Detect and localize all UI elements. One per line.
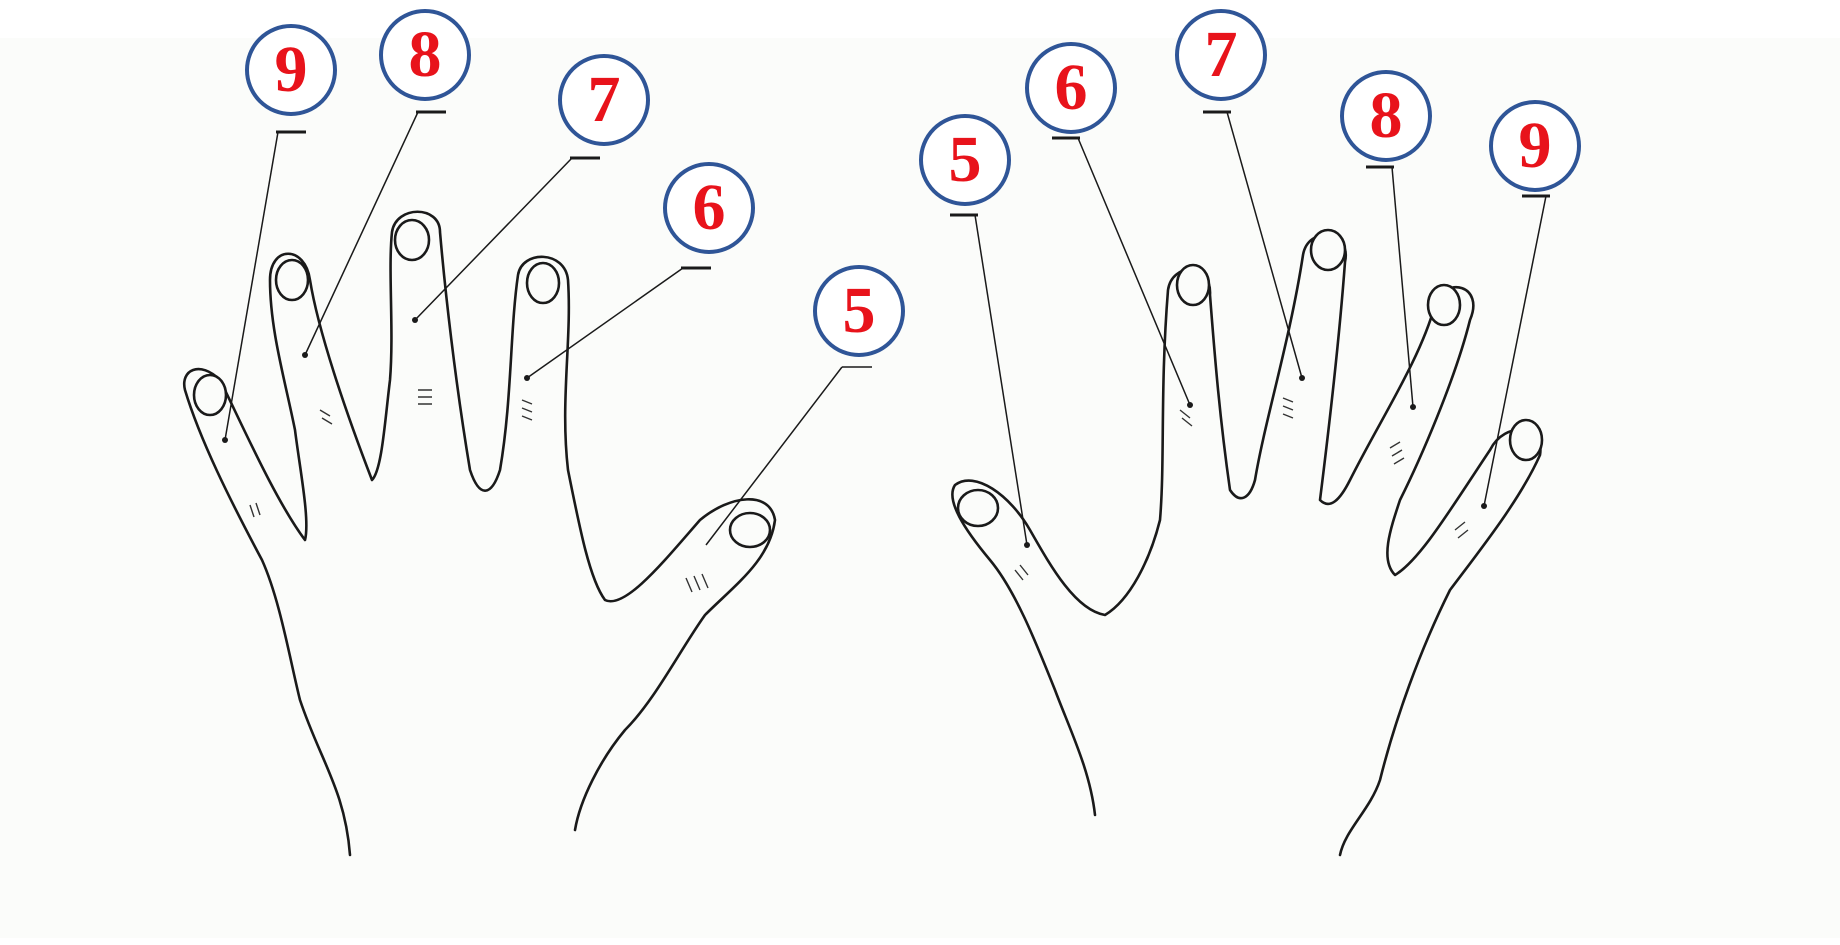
right-ring-finger-label: 8 [1340, 70, 1432, 162]
right-middle-marking [1282, 397, 1294, 419]
right-thumbnail [956, 488, 1000, 528]
right-8-leader-line [1391, 166, 1414, 408]
left-5-leader-line [705, 366, 843, 546]
left-ring-fingernail [274, 258, 310, 302]
left-9-leader-line [224, 131, 279, 441]
right-little-finger-label: 9 [1489, 100, 1581, 192]
right-hand [950, 110, 1550, 857]
right-index-fingernail [1175, 263, 1211, 307]
right-ring-marking [1389, 441, 1405, 465]
left-9-leader-point [222, 437, 228, 443]
left-index-fingernail [525, 261, 561, 305]
right-5-leader-line [974, 214, 1028, 546]
left-middle-finger-label: 7 [558, 54, 650, 146]
right-7-leader-point [1299, 375, 1305, 381]
right-6-leader-point [1187, 402, 1193, 408]
left-hand-outline [182, 210, 777, 857]
left-hand [182, 110, 872, 857]
right-9-leader-point [1481, 503, 1487, 509]
right-5-leader-point [1024, 542, 1030, 548]
left-6-leader-point [524, 375, 530, 381]
left-little-fingernail [192, 373, 228, 417]
right-7-leader-line [1226, 111, 1303, 379]
left-6-leader-line [526, 267, 684, 379]
right-middle-fingernail [1309, 228, 1347, 272]
right-6-leader-line [1077, 137, 1191, 406]
left-7-leader-point [412, 317, 418, 323]
right-little-fingernail [1508, 418, 1544, 462]
left-middle-fingernail [393, 218, 431, 262]
right-little-marking [1454, 521, 1469, 539]
left-8-leader-line [304, 111, 419, 356]
left-thumbnail [728, 511, 772, 549]
left-index-marking [521, 399, 533, 421]
left-little-finger-label: 9 [245, 24, 337, 116]
right-hand-outline [951, 233, 1542, 857]
right-index-marking [1179, 409, 1193, 427]
left-ring-marking [319, 409, 333, 425]
left-7-leader-line [414, 157, 573, 321]
left-middle-marking [418, 389, 432, 405]
right-thumb-label: 5 [919, 114, 1011, 206]
left-little-marking [249, 502, 261, 518]
left-thumb-marking [685, 573, 709, 593]
left-8-leader-point [302, 352, 308, 358]
right-9-leader-line [1483, 195, 1547, 507]
right-ring-fingernail [1426, 283, 1462, 327]
left-ring-finger-label: 8 [379, 9, 471, 101]
right-8-leader-point [1410, 404, 1416, 410]
right-index-finger-label: 6 [1025, 42, 1117, 134]
right-thumb-marking [1014, 564, 1029, 581]
left-index-finger-label: 6 [663, 162, 755, 254]
right-middle-finger-label: 7 [1175, 9, 1267, 101]
left-thumb-label: 5 [813, 265, 905, 357]
